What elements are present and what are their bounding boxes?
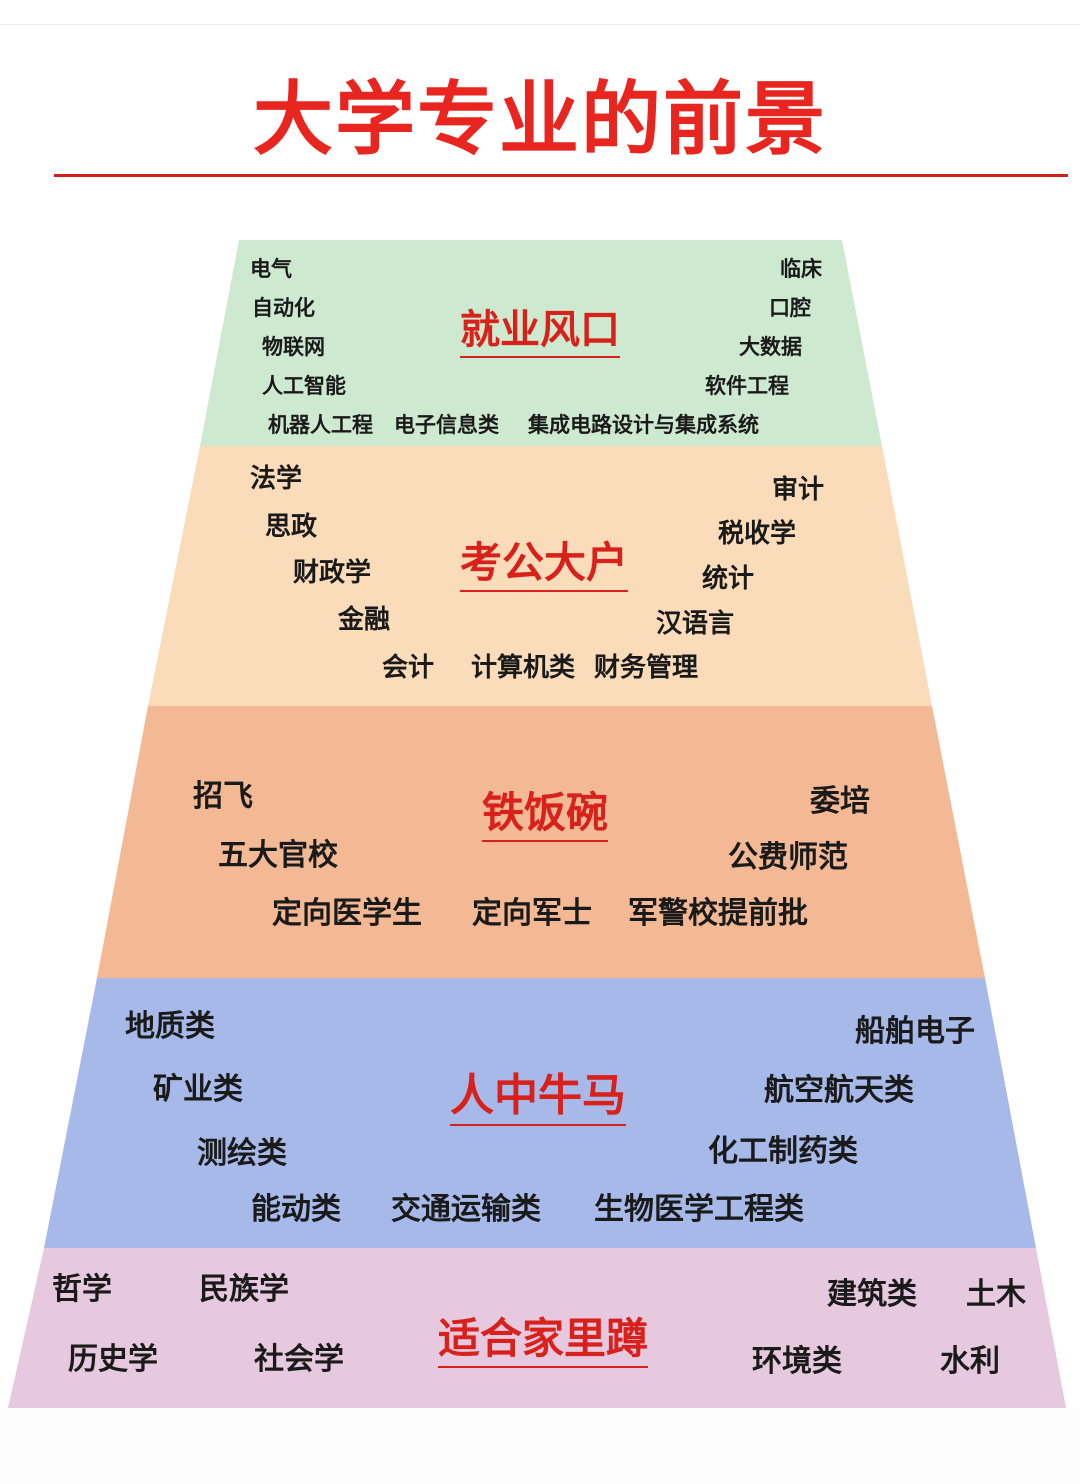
major-item: 哲学 [52, 1272, 112, 1307]
major-item: 集成电路设计与集成系统 [528, 412, 759, 437]
major-item: 定向军士 [472, 896, 592, 931]
major-item: 自动化 [252, 295, 315, 320]
major-item: 五大官校 [218, 838, 338, 873]
major-item: 化工制药类 [708, 1134, 858, 1169]
major-item: 临床 [780, 256, 822, 281]
major-item: 水利 [940, 1344, 1000, 1379]
tier-heading: 就业风口 [460, 308, 620, 358]
bottom-fade [0, 1408, 1080, 1484]
major-item: 委培 [810, 784, 870, 819]
major-item: 环境类 [752, 1344, 842, 1379]
major-item: 法学 [250, 464, 303, 494]
major-item: 审计 [772, 475, 825, 505]
major-item: 思政 [265, 512, 318, 542]
major-item: 航空航天类 [764, 1073, 914, 1108]
major-item: 人工智能 [262, 373, 346, 398]
major-item: 船舶电子 [855, 1014, 975, 1049]
major-item: 电子信息类 [394, 412, 499, 437]
major-item: 民族学 [199, 1272, 289, 1307]
major-item: 矿业类 [153, 1072, 243, 1107]
major-item: 交通运输类 [391, 1192, 541, 1227]
major-item: 社会学 [254, 1342, 344, 1377]
major-item: 测绘类 [197, 1136, 287, 1171]
tier-civil-service [148, 446, 932, 706]
major-item: 物联网 [262, 334, 325, 359]
major-item: 土木 [966, 1277, 1026, 1312]
major-item: 建筑类 [827, 1277, 917, 1312]
top-divider [0, 24, 1080, 25]
page-title: 大学专业的前景 [253, 73, 827, 166]
major-item: 会计 [382, 653, 435, 683]
major-item: 财务管理 [594, 653, 699, 683]
major-item: 财政学 [293, 558, 372, 588]
major-item: 公费师范 [728, 840, 848, 875]
tier-heading: 铁饭碗 [481, 789, 609, 843]
major-item: 生物医学工程类 [594, 1192, 804, 1227]
tier-workhorse [44, 978, 1036, 1248]
major-item: 定向医学生 [272, 896, 422, 931]
title-underline [54, 174, 1068, 177]
tier-heading: 适合家里蹲 [437, 1315, 649, 1369]
major-item: 机器人工程 [268, 412, 373, 437]
tier-heading: 考公大户 [459, 539, 629, 593]
major-item: 汉语言 [656, 609, 735, 639]
tier-employment-hotspot [200, 240, 882, 446]
major-item: 军警校提前批 [628, 896, 808, 931]
major-item: 历史学 [68, 1342, 158, 1377]
tier-heading: 人中牛马 [450, 1071, 626, 1127]
major-item: 大数据 [739, 334, 802, 359]
major-item: 统计 [702, 564, 755, 594]
major-item: 税收学 [718, 519, 797, 549]
major-item: 招飞 [193, 779, 253, 814]
major-item: 口腔 [769, 295, 811, 320]
major-item: 地质类 [125, 1009, 215, 1044]
tier-stay-home [8, 1248, 1066, 1408]
major-item: 软件工程 [705, 373, 789, 398]
major-item: 金融 [338, 605, 391, 635]
major-item: 电气 [250, 256, 292, 281]
major-item: 能动类 [251, 1192, 341, 1227]
major-item: 计算机类 [471, 653, 576, 683]
